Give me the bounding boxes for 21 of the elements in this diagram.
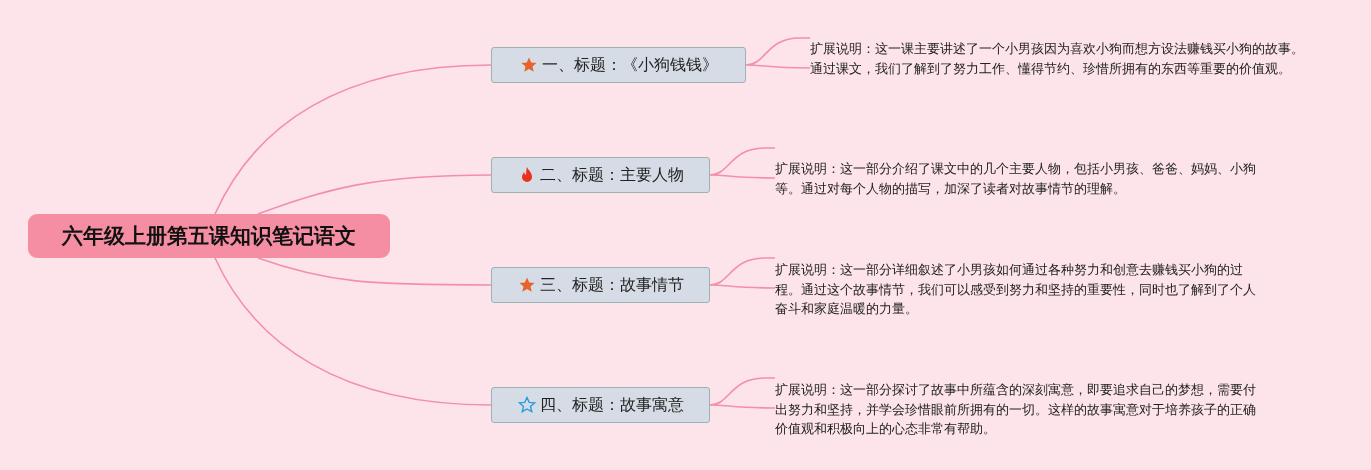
branch-line — [745, 37, 811, 69]
central-topic-box: 六年级上册第五课知识笔记语文 — [28, 214, 390, 258]
branch-line — [257, 174, 492, 215]
branch-line — [709, 257, 776, 289]
topic-label: 一、标题：《小狗钱钱》 — [541, 54, 718, 76]
note-text: 扩展说明：这一部分探讨了故事中所蕴含的深刻寓意，即要追求自己的梦想，需要付出努力和坚持，并学会珍惜眼前所拥有的一切。这样的故事寓意对于培养孩子的正确价值观和积极向上的心态非常有帮助。 — [775, 380, 1265, 439]
branch-line — [257, 257, 492, 286]
topic-box — [491, 387, 710, 423]
topic-box — [491, 157, 710, 193]
branch-line — [709, 147, 776, 179]
topic-box — [491, 47, 746, 83]
note-text: 扩展说明：这一课主要讲述了一个小男孩因为喜欢小狗而想方设法赚钱买小狗的故事。通过课文，我们了解到了努力工作、懂得节约、珍惜所拥有的东西等重要的价值观。 — [810, 39, 1310, 78]
branch-line — [214, 64, 492, 215]
note-text: 扩展说明：这一部分介绍了课文中的几个主要人物，包括小男孩、爸爸、妈妈、小狗等。通过对每个人物的描写，加深了读者对故事情节的理解。 — [775, 159, 1265, 198]
branch-line — [214, 257, 492, 406]
topic-label: 二、标题：主要人物 — [539, 164, 684, 186]
topic-box — [491, 267, 710, 303]
topic-label: 四、标题：故事寓意 — [539, 394, 684, 416]
note-text: 扩展说明：这一部分详细叙述了小男孩如何通过各种努力和创意去赚钱买小狗的过程。通过这个故事情节，我们可以感受到努力和坚持的重要性，同时也了解到了个人奋斗和家庭温暖的力量。 — [775, 260, 1265, 319]
topic-label: 三、标题：故事情节 — [539, 274, 684, 296]
branch-line — [709, 377, 776, 409]
